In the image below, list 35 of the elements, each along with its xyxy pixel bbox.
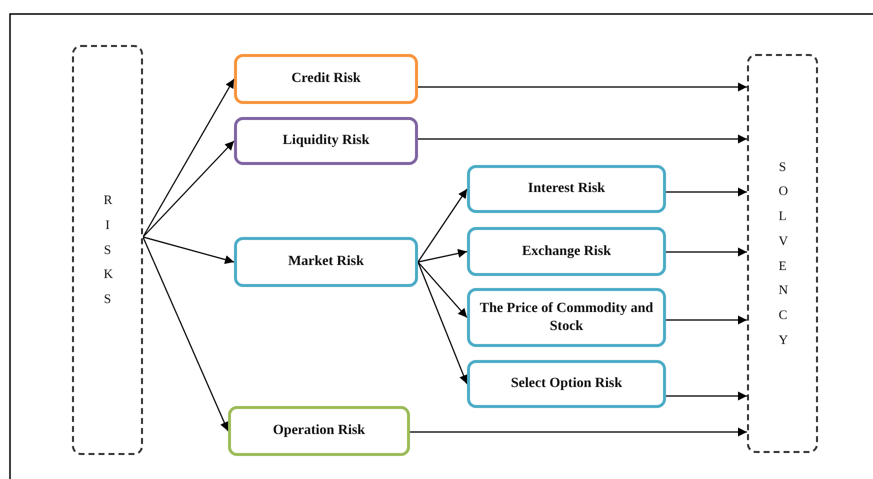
process-box (234, 117, 418, 165)
dashed-box (747, 54, 818, 453)
arrow (666, 248, 747, 256)
arrow (418, 82, 747, 92)
box-label: Credit Risk (291, 70, 361, 88)
box-label: Market Risk (288, 253, 364, 271)
arrow (666, 188, 747, 196)
arrow (666, 392, 747, 400)
arrow (418, 134, 747, 144)
process-box (234, 237, 418, 287)
arrow (142, 78, 235, 238)
dashed-box (72, 45, 143, 455)
process-box (234, 54, 418, 104)
box-label: Select Option Risk (510, 375, 622, 393)
arrow (666, 316, 747, 324)
arrow (418, 188, 468, 262)
box-label: Exchange Risk (522, 242, 612, 260)
arrow (418, 248, 468, 263)
process-box (228, 406, 410, 456)
arrow (142, 236, 229, 432)
box-label: Liquidity Risk (282, 132, 370, 150)
arrow (417, 262, 468, 384)
process-box (467, 165, 666, 213)
vertical-label: RISKS (104, 191, 112, 308)
arrow (418, 262, 468, 318)
arrow (142, 236, 234, 264)
process-box (467, 360, 666, 408)
box-label: The Price of Commodity and Stock (478, 300, 654, 335)
arrow (142, 140, 234, 238)
arrow (410, 428, 747, 436)
process-box (467, 288, 666, 347)
process-box (467, 227, 666, 276)
box-label: Interest Risk (528, 180, 606, 198)
vertical-label: SOLVENCY (778, 158, 786, 349)
box-label: Operation Risk (272, 422, 366, 440)
